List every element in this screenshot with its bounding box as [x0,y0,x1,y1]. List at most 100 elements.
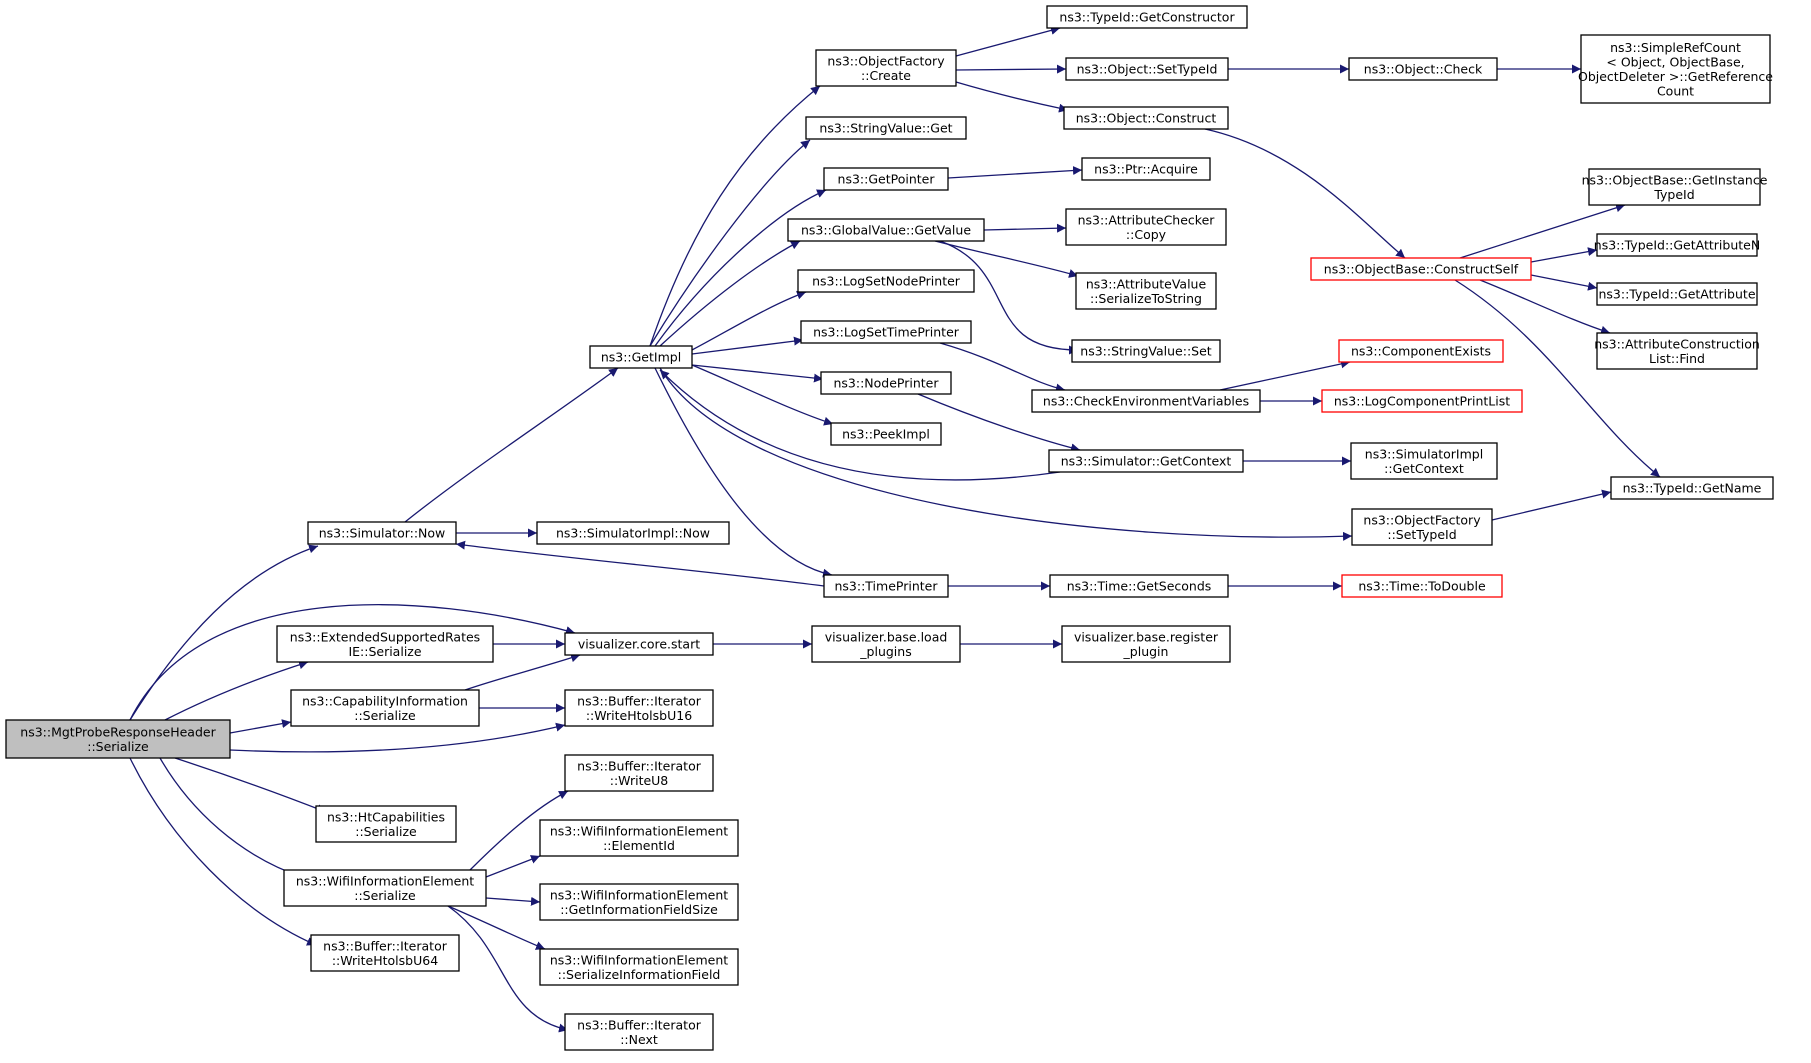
node-box[interactable] [1048,449,1244,473]
node-box[interactable] [1596,233,1758,257]
node-box[interactable] [589,345,693,369]
node-box[interactable] [815,49,957,87]
node-box[interactable] [1596,282,1758,306]
node-box[interactable] [564,689,714,727]
node-box[interactable] [1348,57,1498,81]
node-vizload[interactable]: visualizer.base.load_plugins [811,625,961,663]
node-box[interactable] [283,869,487,907]
node-timegetsec[interactable]: ns3::Time::GetSeconds [1049,574,1229,598]
node-box[interactable] [536,521,730,545]
node-box[interactable] [290,689,480,727]
node-wifiser[interactable]: ns3::WifiInformationElement::Serialize [283,869,487,907]
node-box[interactable] [1351,508,1493,546]
node-box[interactable] [1350,442,1498,480]
node-getimpl[interactable]: ns3::GetImpl [589,345,693,369]
node-box[interactable] [805,116,967,140]
node-box[interactable] [276,625,494,663]
node-box[interactable] [800,320,972,344]
node-logcompprint[interactable]: ns3::LogComponentPrintList [1321,389,1523,413]
node-box[interactable] [1063,106,1229,130]
node-box[interactable] [1310,257,1532,281]
node-vizstart[interactable]: visualizer.core.start [564,632,714,656]
node-box[interactable] [5,719,231,759]
node-box[interactable] [1061,625,1231,663]
node-simimplgetctx[interactable]: ns3::SimulatorImpl::GetContext [1350,442,1498,480]
node-strvalset[interactable]: ns3::StringValue::Set [1071,339,1221,363]
node-capinfo[interactable]: ns3::CapabilityInformation::Serialize [290,689,480,727]
node-box[interactable] [1341,574,1503,598]
node-box[interactable] [307,521,457,545]
node-peekimpl[interactable]: ns3::PeekImpl [830,422,942,446]
node-box[interactable] [797,269,975,293]
node-box[interactable] [811,625,961,663]
node-simgetctx[interactable]: ns3::Simulator::GetContext [1048,449,1244,473]
node-bufnext[interactable]: ns3::Buffer::Iterator::Next [564,1013,714,1051]
node-objfsettid[interactable]: ns3::ObjectFactory::SetTypeId [1351,508,1493,546]
node-wrhtol16[interactable]: ns3::Buffer::Iterator::WriteHtolsbU16 [564,689,714,727]
node-box[interactable] [1596,332,1758,370]
node-box[interactable] [564,1013,714,1051]
node-simnow[interactable]: ns3::Simulator::Now [307,521,457,545]
node-vizreg[interactable]: visualizer.base.register_plugin [1061,625,1231,663]
node-box[interactable] [1065,57,1229,81]
node-lognode[interactable]: ns3::LogSetNodePrinter [797,269,975,293]
node-attrcheckcopy[interactable]: ns3::AttributeChecker::Copy [1065,208,1227,246]
node-box[interactable] [310,934,460,972]
node-box[interactable] [1031,389,1261,413]
node-objbasector[interactable]: ns3::ObjectBase::ConstructSelf [1310,257,1532,281]
node-box[interactable] [1081,157,1211,181]
node-box[interactable] [1338,339,1504,363]
node-gvgetvalue[interactable]: ns3::GlobalValue::GetValue [787,218,985,242]
node-objsettid[interactable]: ns3::Object::SetTypeId [1065,57,1229,81]
node-ptracquire[interactable]: ns3::Ptr::Acquire [1081,157,1211,181]
node-box[interactable] [823,574,949,598]
node-simplerefcount[interactable]: ns3::SimpleRefCount< Object, ObjectBase,… [1578,34,1773,104]
node-compexists[interactable]: ns3::ComponentExists [1338,339,1504,363]
node-htcap[interactable]: ns3::HtCapabilities::Serialize [315,805,457,843]
node-tidgetctor[interactable]: ns3::TypeId::GetConstructor [1046,5,1248,29]
node-box[interactable] [564,754,714,792]
node-serinfo[interactable]: ns3::WifiInformationElement::SerializeIn… [539,948,739,986]
node-root[interactable]: ns3::MgtProbeResponseHeader::Serialize [5,719,231,759]
node-box[interactable] [1580,34,1771,104]
node-tidgetattrn[interactable]: ns3::TypeId::GetAttributeN [1594,233,1760,257]
node-wru8[interactable]: ns3::Buffer::Iterator::WriteU8 [564,754,714,792]
node-elemid[interactable]: ns3::WifiInformationElement::ElementId [539,819,739,857]
node-getinfosize[interactable]: ns3::WifiInformationElement::GetInformat… [539,883,739,921]
node-box[interactable] [1610,476,1774,500]
node-box[interactable] [787,218,985,242]
node-strvalget[interactable]: ns3::StringValue::Get [805,116,967,140]
node-simimplnow[interactable]: ns3::SimulatorImpl::Now [536,521,730,545]
node-wrhtol64[interactable]: ns3::Buffer::Iterator::WriteHtolsbU64 [310,934,460,972]
node-box[interactable] [539,948,739,986]
node-tidgetname[interactable]: ns3::TypeId::GetName [1610,476,1774,500]
node-checkenv[interactable]: ns3::CheckEnvironmentVariables [1031,389,1261,413]
node-box[interactable] [820,371,952,395]
node-box[interactable] [1321,389,1523,413]
node-box[interactable] [1075,272,1217,310]
node-box[interactable] [1065,208,1227,246]
node-box[interactable] [823,167,949,191]
node-box[interactable] [1049,574,1229,598]
node-nodeprinter[interactable]: ns3::NodePrinter [820,371,952,395]
node-tidgetattr[interactable]: ns3::TypeId::GetAttribute [1596,282,1758,306]
node-box[interactable] [1588,168,1761,206]
node-timeprinter[interactable]: ns3::TimePrinter [823,574,949,598]
node-box[interactable] [564,632,714,656]
node-box[interactable] [1071,339,1221,363]
node-logtime[interactable]: ns3::LogSetTimePrinter [800,320,972,344]
node-box[interactable] [830,422,942,446]
node-objcheck[interactable]: ns3::Object::Check [1348,57,1498,81]
node-box[interactable] [315,805,457,843]
node-box[interactable] [539,819,739,857]
node-box[interactable] [1046,5,1248,29]
node-box[interactable] [539,883,739,921]
node-objconstruct[interactable]: ns3::Object::Construct [1063,106,1229,130]
node-objfcreate[interactable]: ns3::ObjectFactory::Create [815,49,957,87]
node-timetodouble[interactable]: ns3::Time::ToDouble [1341,574,1503,598]
node-attrvalser[interactable]: ns3::AttributeValue::SerializeToString [1075,272,1217,310]
node-getpointer[interactable]: ns3::GetPointer [823,167,949,191]
